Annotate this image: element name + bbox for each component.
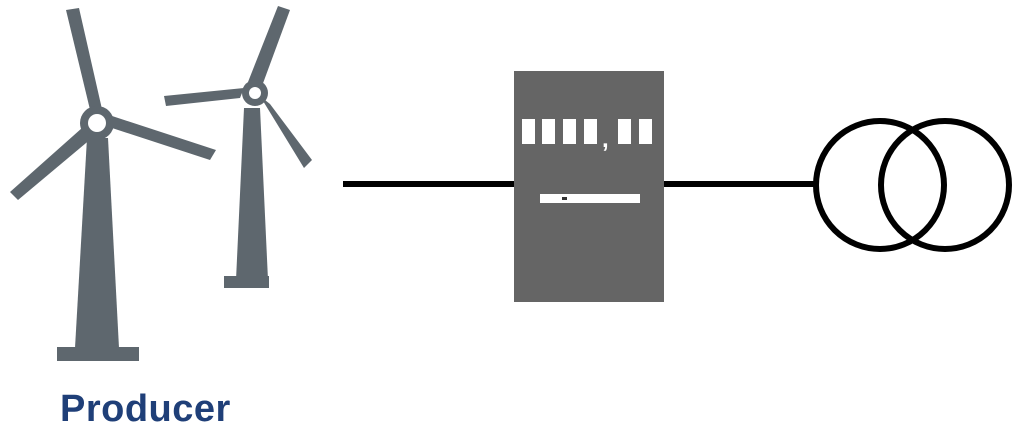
meter-digit-2 <box>542 119 555 144</box>
wind-turbine-large-icon <box>10 8 216 361</box>
wind-turbine-small-icon <box>164 6 312 288</box>
meter-digit-3 <box>563 119 576 144</box>
meter-display-mark <box>562 197 567 200</box>
meter-digit-6 <box>639 119 652 144</box>
transformer-icon <box>813 118 1012 252</box>
producer-label: Producer <box>60 388 231 430</box>
meter-digit-5 <box>618 119 631 144</box>
meter-decimal-separator: , <box>602 126 609 153</box>
meter-display-strip <box>540 194 640 203</box>
meter-digit-4 <box>584 119 597 144</box>
electricity-meter-icon: , <box>514 71 664 302</box>
meter-digit-1 <box>522 119 535 144</box>
